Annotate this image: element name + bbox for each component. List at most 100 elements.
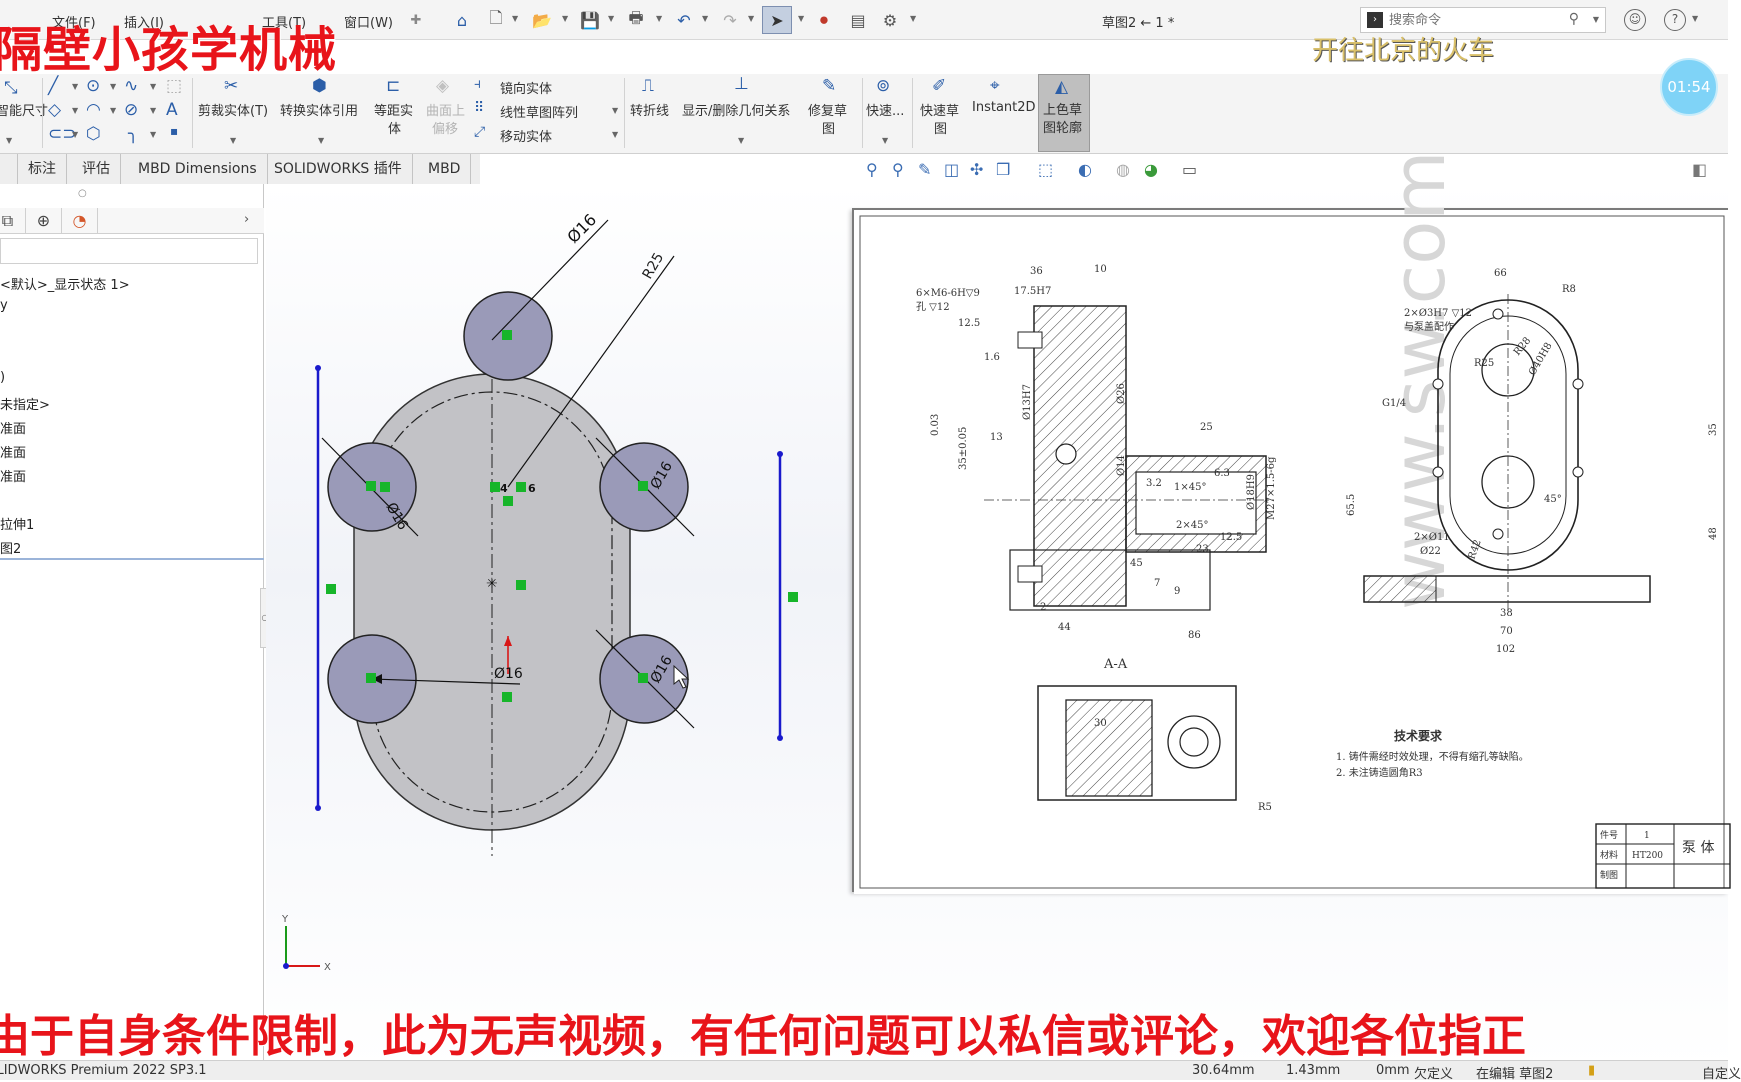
- move-icon[interactable]: ⤢: [474, 124, 486, 140]
- chevron-down-icon[interactable]: ▼: [512, 14, 519, 23]
- coincident-relation-icon[interactable]: [366, 673, 376, 683]
- chevron-down-icon[interactable]: ▼: [738, 136, 745, 145]
- line-endpoint[interactable]: [777, 451, 783, 457]
- construction-centerline-profile[interactable]: [371, 391, 613, 813]
- view-settings-icon[interactable]: ▭: [1182, 160, 1198, 179]
- chevron-down-icon[interactable]: ▼: [72, 82, 79, 91]
- tab-evaluate[interactable]: 评估: [72, 154, 121, 184]
- tree-item-front-plane[interactable]: 准面: [0, 422, 27, 437]
- dim-leader-outer-radius[interactable]: [507, 255, 675, 488]
- dim-label-outer-radius[interactable]: R25: [640, 250, 668, 282]
- previous-view-icon[interactable]: ✎: [918, 160, 932, 179]
- equal-relation-icon[interactable]: [380, 482, 390, 492]
- fillet-icon[interactable]: ╮: [128, 124, 139, 144]
- chevron-down-icon[interactable]: ▼: [72, 106, 79, 115]
- convert-entities-icon[interactable]: ⬢: [312, 76, 327, 96]
- search-input[interactable]: [1389, 11, 1559, 29]
- traffic-light-icon[interactable]: ⚫: [817, 10, 831, 30]
- panel-collapse-icon[interactable]: ○: [78, 188, 87, 199]
- menu-tools[interactable]: 工具(T): [262, 16, 307, 31]
- slot-icon[interactable]: ⊂⊃: [48, 124, 77, 144]
- dynamic-annotation-icon[interactable]: ✣: [970, 160, 984, 179]
- chevron-down-icon[interactable]: ▼: [612, 130, 619, 139]
- tab-mbd[interactable]: MBD: [418, 154, 472, 184]
- relations-icon[interactable]: ⊥: [734, 74, 749, 94]
- save-icon[interactable]: 💾: [580, 10, 600, 30]
- chevron-down-icon[interactable]: ▼: [150, 82, 157, 91]
- chevron-down-icon[interactable]: ▼: [702, 14, 709, 23]
- horizontal-relation-icon[interactable]: [516, 482, 526, 492]
- display-manager-tab[interactable]: ◔: [62, 208, 98, 234]
- rebuild-icon[interactable]: ▮: [1588, 1063, 1596, 1078]
- quick-snaps-button[interactable]: 快速...: [866, 104, 905, 119]
- offset-entities-icon[interactable]: ⊏: [386, 76, 401, 96]
- chevron-down-icon[interactable]: ▼: [562, 14, 569, 23]
- convert-entities-button[interactable]: 转换实体引用: [280, 104, 359, 119]
- instant2d-button[interactable]: Instant2D: [972, 100, 1036, 115]
- line-endpoint[interactable]: [315, 365, 321, 371]
- point-icon[interactable]: ▪: [170, 124, 179, 138]
- help-icon[interactable]: ?: [1664, 9, 1686, 31]
- rapid-sketch-icon[interactable]: ✐: [932, 76, 947, 96]
- chevron-down-icon[interactable]: ▼: [1592, 15, 1599, 24]
- apply-scene-icon[interactable]: ◕: [1144, 160, 1158, 179]
- menu-window[interactable]: 窗口(W): [344, 16, 393, 31]
- vertical-relation-icon[interactable]: [516, 580, 526, 590]
- shaded-sketch-contours-button[interactable]: ◭ 上色草 图轮廓: [1038, 74, 1090, 152]
- tree-item-material[interactable]: 未指定>: [0, 398, 50, 413]
- select-arrow-icon[interactable]: ➤: [762, 6, 792, 34]
- smart-dimension-icon[interactable]: ⤡: [4, 78, 18, 98]
- tree-item-right-plane[interactable]: 准面: [0, 470, 27, 485]
- circle-icon[interactable]: ⊙: [86, 76, 101, 96]
- coincident-relation-icon[interactable]: [502, 330, 512, 340]
- spline-icon[interactable]: ∿: [124, 76, 139, 96]
- chevron-down-icon[interactable]: ▼: [150, 130, 157, 139]
- sketch-point-icon[interactable]: ✳: [486, 576, 498, 592]
- property-manager-tab[interactable]: ⧉: [0, 208, 26, 234]
- unit-system[interactable]: 自定义: [1702, 1067, 1741, 1082]
- tab-mbd-dimensions[interactable]: MBD Dimensions: [128, 154, 268, 184]
- view-orientation-icon[interactable]: ❒: [996, 160, 1011, 179]
- coincident-relation-icon[interactable]: [638, 481, 648, 491]
- dim-label-top-diameter[interactable]: Ø16: [563, 210, 600, 247]
- repair-sketch-icon[interactable]: ✎: [822, 76, 837, 96]
- tab-solidworks-addins[interactable]: SOLIDWORKS 插件: [264, 154, 413, 184]
- surface-icon[interactable]: ⬚: [166, 76, 183, 96]
- chevron-right-icon[interactable]: ›: [244, 212, 250, 227]
- hide-show-items-icon[interactable]: ◐: [1078, 160, 1092, 179]
- jog-line-button[interactable]: 转折线: [630, 104, 670, 119]
- tree-item-history[interactable]: y: [0, 298, 8, 313]
- tree-item-top-plane[interactable]: 准面: [0, 446, 27, 461]
- edit-appearance-icon[interactable]: ◍: [1116, 160, 1130, 179]
- line-endpoint[interactable]: [777, 735, 783, 741]
- mirror-icon[interactable]: ⫞: [474, 76, 481, 92]
- chevron-down-icon[interactable]: ▼: [798, 14, 805, 23]
- move-entities-button[interactable]: 移动实体: [500, 130, 553, 145]
- tree-item-sketch[interactable]: 图2: [0, 542, 22, 557]
- vertical-relation-icon[interactable]: [788, 592, 798, 602]
- chevron-down-icon[interactable]: ▼: [910, 14, 917, 23]
- display-style-icon[interactable]: ⬚: [1038, 160, 1054, 179]
- tree-item-configuration[interactable]: <默认>_显示状态 1>: [0, 278, 130, 293]
- trim-entities-button[interactable]: 剪裁实体(T): [198, 104, 269, 119]
- tab-markup[interactable]: 标注: [18, 154, 67, 184]
- display-delete-relations-button[interactable]: 显示/删除几何关系: [682, 104, 791, 119]
- dim-label-center-diameter[interactable]: Ø16: [494, 666, 523, 682]
- zoom-to-area-icon[interactable]: ⚲: [892, 160, 904, 179]
- horizontal-relation-icon[interactable]: [490, 482, 500, 492]
- feature-tree-filter[interactable]: [0, 238, 258, 264]
- dim-leader-top-diameter[interactable]: [491, 219, 609, 341]
- menu-insert[interactable]: 插入(I): [124, 16, 164, 31]
- chevron-down-icon[interactable]: ▼: [656, 14, 663, 23]
- chevron-down-icon[interactable]: ▼: [318, 136, 325, 145]
- sketch-canvas[interactable]: ✳ Ø16 R25 Ø16 Ø16 Ø16 Ø16 6 4 Y X: [266, 184, 1728, 1068]
- restore-window-icon[interactable]: ◧: [1692, 160, 1708, 179]
- chevron-down-icon[interactable]: ▼: [230, 136, 237, 145]
- pin-icon[interactable]: ✚: [410, 12, 422, 28]
- chevron-down-icon[interactable]: ▼: [6, 136, 13, 145]
- tree-item-sensors[interactable]: ): [0, 370, 6, 385]
- configuration-manager-tab[interactable]: ⊕: [26, 208, 62, 234]
- zoom-to-fit-icon[interactable]: ⚲: [866, 160, 878, 179]
- smart-dimension-button[interactable]: 智能尺寸: [0, 104, 49, 119]
- coincident-relation-icon[interactable]: [366, 481, 376, 491]
